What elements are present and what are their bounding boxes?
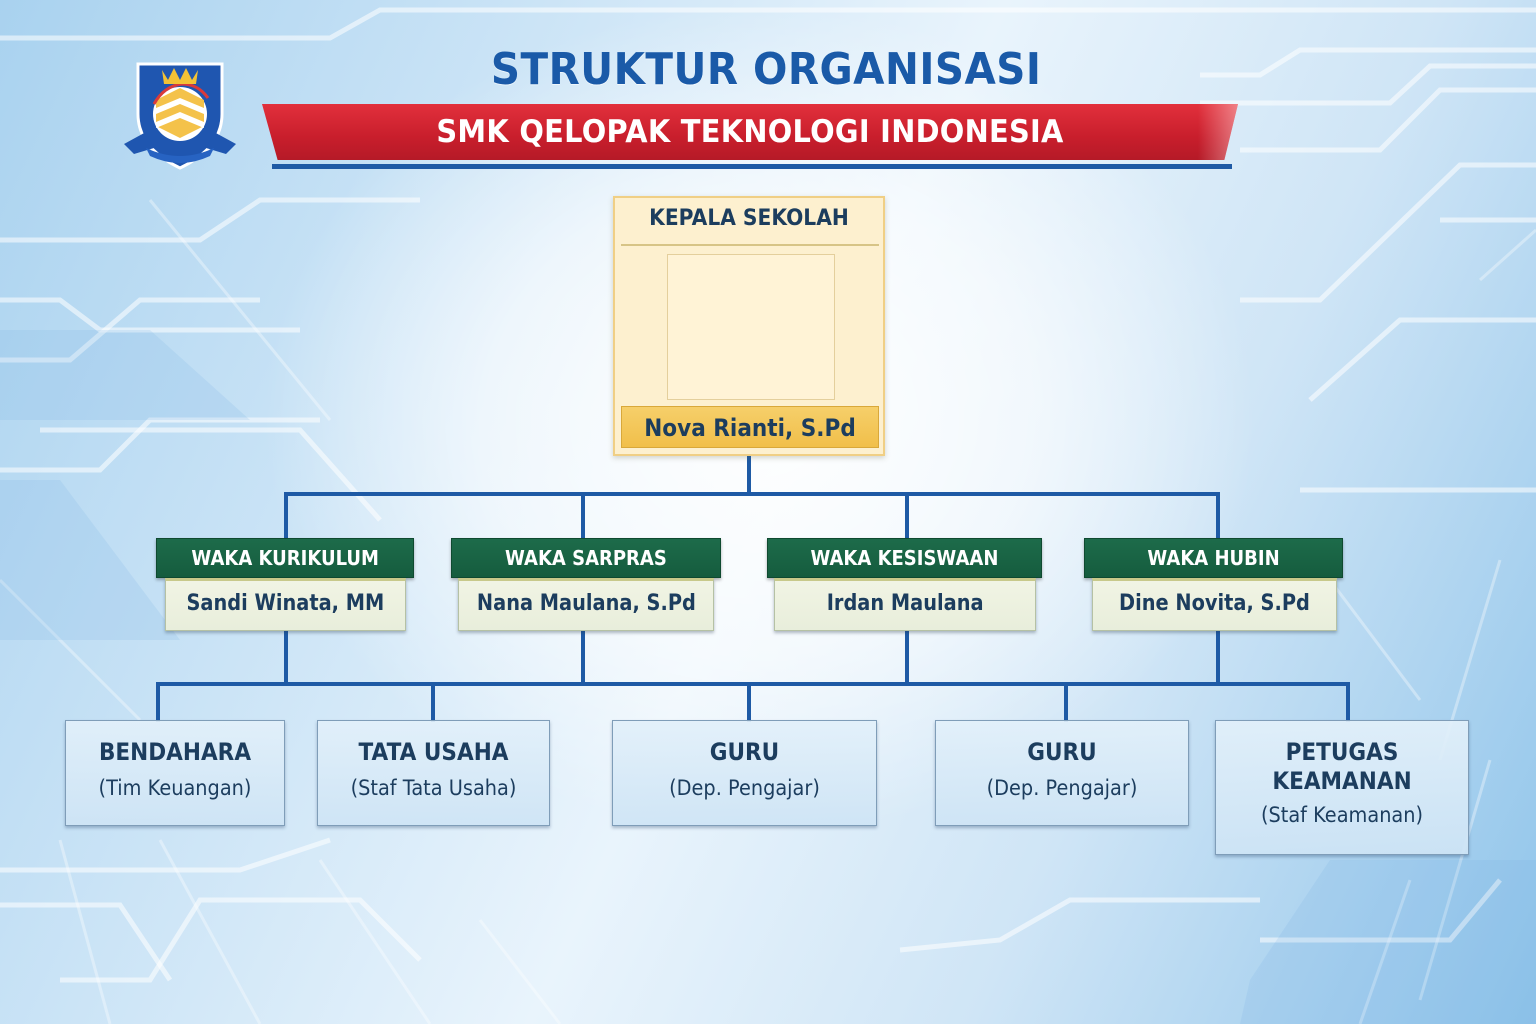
staff-subtitle: (Staf Keamanan) <box>1260 803 1424 827</box>
waka-role: WAKA HUBIN <box>1084 538 1343 578</box>
head-of-school-card: KEPALA SEKOLAH Nova Rianti, S.Pd <box>613 196 885 456</box>
page-title: STRUKTUR ORGANISASI <box>490 44 1042 95</box>
staff-subtitle: (Staf Tata Usaha) <box>350 776 517 800</box>
staff-card-guru-1: GURU (Dep. Pengajar) <box>612 720 877 826</box>
staff-title: PETUGAS <box>1285 738 1399 766</box>
school-name-ribbon: SMK QELOPAK TEKNOLOGI INDONESIA <box>262 104 1238 169</box>
staff-title: BENDAHARA <box>98 738 252 766</box>
waka-name: Nana Maulana, S.Pd <box>458 578 714 631</box>
waka-card-hubin: WAKA HUBIN Dine Novita, S.Pd <box>1084 538 1343 633</box>
waka-card-kesiswaan: WAKA KESISWAAN Irdan Maulana <box>767 538 1042 633</box>
waka-role: WAKA KESISWAAN <box>767 538 1042 578</box>
staff-card-tata-usaha: TATA USAHA (Staf Tata Usaha) <box>317 720 550 826</box>
waka-name: Dine Novita, S.Pd <box>1092 578 1337 631</box>
waka-name: Sandi Winata, MM <box>165 578 406 631</box>
head-role: KEPALA SEKOLAH <box>649 206 849 231</box>
staff-card-guru-2: GURU (Dep. Pengajar) <box>935 720 1189 826</box>
staff-subtitle: (Tim Keuangan) <box>98 776 252 800</box>
waka-role: WAKA SARPRAS <box>451 538 721 578</box>
staff-subtitle: (Dep. Pengajar) <box>986 776 1138 800</box>
staff-card-bendahara: BENDAHARA (Tim Keuangan) <box>65 720 285 826</box>
ribbon-underline <box>272 164 1232 169</box>
staff-card-petugas-keamanan: PETUGAS KEAMANAN (Staf Keamanan) <box>1215 720 1469 855</box>
head-name: Nova Rianti, S.Pd <box>644 414 856 442</box>
staff-title: TATA USAHA <box>358 738 509 766</box>
waka-role: WAKA KURIKULUM <box>156 538 414 578</box>
divider <box>621 244 879 246</box>
staff-title-line2: KEAMANAN <box>1272 767 1412 795</box>
staff-subtitle: (Dep. Pengajar) <box>669 776 820 800</box>
waka-card-kurikulum: WAKA KURIKULUM Sandi Winata, MM <box>156 538 414 633</box>
ribbon-background <box>262 104 1238 160</box>
staff-title: GURU <box>1027 738 1097 766</box>
school-crest-icon <box>124 62 236 170</box>
photo-placeholder <box>667 254 835 400</box>
staff-title: GURU <box>709 738 780 766</box>
waka-name: Irdan Maulana <box>774 578 1036 631</box>
school-name: SMK QELOPAK TEKNOLOGI INDONESIA <box>436 114 1064 150</box>
head-name-bar: Nova Rianti, S.Pd <box>621 406 879 448</box>
waka-card-sarpras: WAKA SARPRAS Nana Maulana, S.Pd <box>451 538 721 633</box>
